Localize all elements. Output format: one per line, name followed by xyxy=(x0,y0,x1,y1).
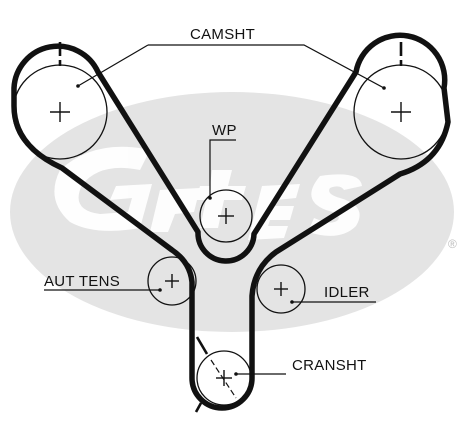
crankshaft-pulley xyxy=(194,336,252,413)
crankshaft-pulley-rim xyxy=(196,350,252,406)
water-pump-pulley xyxy=(199,189,253,243)
brand-watermark-logo: ® xyxy=(10,92,457,332)
timing-belt xyxy=(11,32,451,411)
camshaft-leader-left xyxy=(77,44,149,87)
wp-leader xyxy=(209,139,236,198)
auto-tensioner-pulley xyxy=(147,256,197,306)
idler-pulley-rim xyxy=(256,264,306,314)
auto-tensioner-pulley-rim xyxy=(147,256,197,306)
camshaft-label: CAMSHT xyxy=(190,26,255,43)
water-pump-label: WP xyxy=(212,122,237,139)
right-camshaft-pulley xyxy=(353,42,449,160)
crankshaft-timing-mark xyxy=(195,336,209,355)
auto-tensioner-label: AUT TENS xyxy=(44,273,120,290)
camshaft-leader-right xyxy=(148,44,385,89)
watermark-registered-mark: ® xyxy=(448,237,457,251)
crankshaft-label: CRANSHT xyxy=(292,357,367,374)
left-camshaft-pulley xyxy=(12,42,108,160)
idler-pulley xyxy=(256,264,306,314)
watermark-lettering xyxy=(54,146,362,240)
leader-lines xyxy=(44,44,386,376)
idler-label: IDLER xyxy=(324,284,370,301)
water-pump-pulley-rim xyxy=(199,189,253,243)
